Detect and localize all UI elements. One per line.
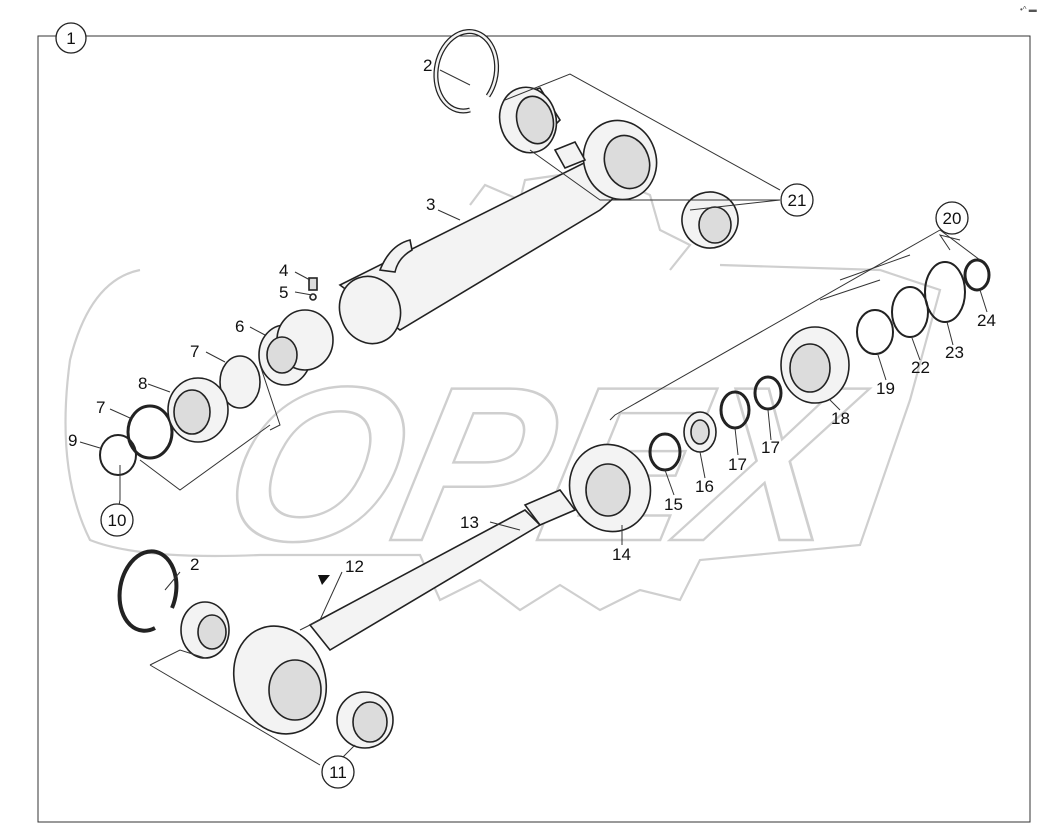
assembly-frame: [37, 35, 1031, 823]
callout-11-label: 11: [329, 763, 347, 782]
cylinder-head: [568, 443, 652, 533]
callout-10-label: 10: [108, 511, 127, 530]
grease-fitting: [308, 277, 318, 301]
seal-17b: [753, 375, 783, 411]
callout-2-top: 2: [423, 56, 432, 75]
cylinder-tube: [338, 119, 658, 345]
bushing-bottom-left: [180, 601, 230, 659]
watermark-logo: OPEX: [64, 173, 942, 612]
callout-6: 6: [235, 317, 244, 336]
callout-20: 20: [935, 201, 969, 235]
callout-3: 3: [426, 195, 435, 214]
callout-16: 16: [695, 477, 714, 496]
callout-5: 5: [279, 283, 288, 302]
seal-ring-19: [856, 309, 894, 355]
callout-2-bottom: 2: [190, 555, 199, 574]
callout-11: 11: [321, 755, 355, 789]
callout-20-label: 20: [943, 209, 962, 228]
callout-15: 15: [664, 495, 683, 514]
callout-1-label: 1: [66, 29, 75, 48]
callout-22: 22: [911, 358, 930, 377]
piston-18: [780, 326, 850, 404]
callout-17-lower: 17: [728, 455, 747, 474]
callout-9: 9: [68, 431, 77, 450]
rod-eye: [232, 625, 394, 749]
retaining-ring-bottom: [117, 549, 179, 633]
bushing-top: [498, 86, 562, 154]
seal-ring-24: [963, 258, 991, 292]
callout-7-lower: 7: [96, 398, 105, 417]
seal-16: [683, 411, 717, 453]
leader-lines: [79, 69, 988, 766]
callout-23: 23: [945, 343, 964, 362]
corner-mark: •^ ▬: [1020, 5, 1037, 14]
retaining-ring-top: [433, 29, 500, 114]
piston-rod: [308, 489, 577, 652]
callout-7-upper: 7: [190, 342, 199, 361]
callout-13: 13: [460, 513, 479, 532]
callout-8: 8: [138, 374, 147, 393]
seal-ring-9: [99, 434, 137, 476]
callout-1: 1: [55, 22, 87, 54]
seal-ring-7a: [219, 355, 261, 409]
callout-24: 24: [977, 311, 996, 330]
callout-17-upper: 17: [761, 438, 780, 457]
bushing-eye-right: [681, 191, 739, 249]
gland-8: [167, 377, 229, 443]
seal-ring-22: [891, 286, 929, 338]
seal-ring-23: [924, 261, 966, 323]
callout-21: 21: [780, 183, 814, 217]
callout-4: 4: [279, 261, 288, 280]
triangle-marker: [318, 575, 330, 585]
callout-21-label: 21: [788, 191, 807, 210]
watermark-text: OPEX: [205, 342, 880, 587]
piston: [258, 309, 334, 386]
callout-19: 19: [876, 379, 895, 398]
seal-ring-7b: [126, 404, 174, 460]
callout-12: 12: [345, 557, 364, 576]
callout-14: 14: [612, 545, 631, 564]
callout-10: 10: [100, 503, 134, 537]
callout-18: 18: [831, 409, 850, 428]
